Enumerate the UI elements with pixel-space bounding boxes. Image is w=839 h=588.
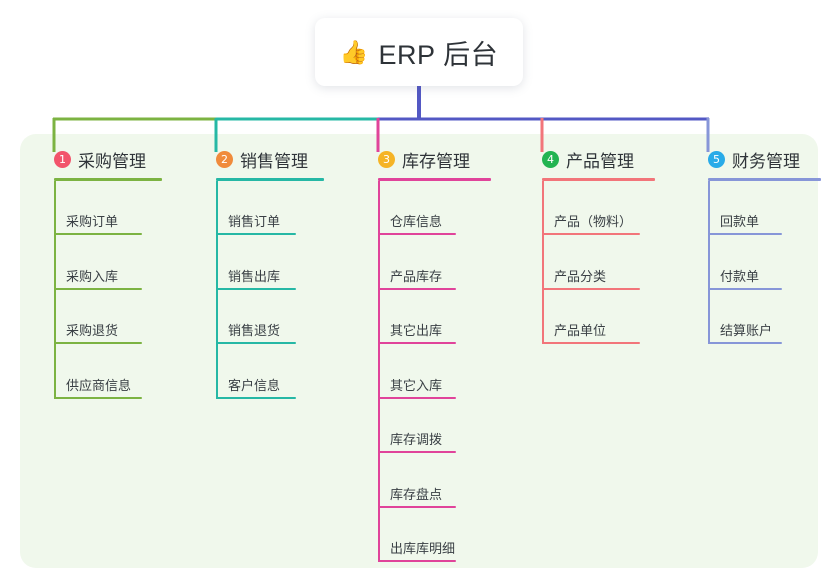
leaf-underline [378,396,456,399]
leaf-label: 其它出库 [390,323,443,338]
leaf-label: 付款单 [720,268,760,284]
leaf-label: 出库库明细 [390,541,456,556]
leaf-label: 销售订单 [228,214,281,229]
leaf-label: 产品单位 [554,323,607,338]
branch-number-badge: 5 [708,150,725,168]
branch-header-5[interactable]: 5 财务管理 [690,146,821,172]
leaf-underline [378,451,456,453]
branch-spine [54,181,56,399]
branch-spine [378,181,380,562]
branch-header-1[interactable]: 1 采购管理 [36,146,162,172]
leaf-label: 其它入库 [390,377,443,393]
branch-underline [216,178,324,181]
branch-header-2[interactable]: 2 销售管理 [198,146,324,172]
leaf-label: 销售出库 [228,268,281,284]
leaf-label: 销售退货 [228,323,281,338]
leaf-label: 仓库信息 [390,214,443,229]
branch-column-4: 4 产品管理 [524,146,655,181]
leaf-underline [54,396,142,399]
branch-number-badge: 3 [378,150,395,168]
leaf-underline [54,233,142,235]
leaf-underline [378,287,456,290]
root-node-content: 👍 ERP 后台 [340,33,498,72]
branch-column-1: 1 采购管理 [36,146,162,181]
leaf-underline [54,287,142,290]
leaf-underline [542,342,640,344]
branch-spine [216,181,218,399]
branch-number-badge: 2 [216,150,233,168]
branch-spine [542,181,544,344]
leaf-underline [708,233,782,235]
leaf-label: 回款单 [720,214,760,229]
branch-header-4[interactable]: 4 产品管理 [524,146,655,172]
leaf-label: 采购订单 [66,214,119,229]
leaf-underline [378,560,456,562]
leaf-label: 产品库存 [390,268,443,284]
branch-column-3: 3 库存管理 [360,146,491,181]
root-node[interactable]: 👍 ERP 后台 [315,18,523,86]
leaf-underline [378,505,456,508]
leaf-underline [378,233,456,235]
branch-column-2: 2 销售管理 [198,146,324,181]
leaf-underline [708,287,782,290]
branch-header-3[interactable]: 3 库存管理 [360,146,491,172]
leaf-label: 采购入库 [66,268,119,284]
branch-title: 库存管理 [402,151,470,171]
leaf-underline [542,233,640,235]
branch-spine [708,181,710,344]
branch-number-badge: 1 [54,150,71,168]
leaf-underline [542,287,640,290]
branches-panel [20,134,818,568]
branch-underline [54,178,162,181]
leaf-underline [54,342,142,344]
branch-title: 采购管理 [78,151,146,171]
leaf-underline [216,287,296,290]
branch-column-5: 5 财务管理 [690,146,821,181]
branch-title: 财务管理 [732,151,800,171]
leaf-underline [708,342,782,344]
leaf-label: 结算账户 [720,323,773,338]
branch-title: 产品管理 [566,151,634,171]
branch-underline [378,178,491,181]
leaf-label: 客户信息 [228,377,281,393]
leaf-label: 库存盘点 [390,486,443,502]
branch-number-badge: 4 [542,150,559,168]
thumbs-up-icon: 👍 [339,38,369,65]
leaf-label: 采购退货 [66,323,119,338]
branch-title: 销售管理 [240,151,308,171]
branch-underline [708,178,821,181]
leaf-underline [216,342,296,344]
leaf-label: 供应商信息 [66,377,132,393]
leaf-underline [378,342,456,344]
root-title: ERP 后台 [378,39,499,70]
leaf-label: 库存调拨 [390,432,443,447]
leaf-label: 产品分类 [554,268,607,284]
leaf-underline [216,396,296,399]
leaf-label: 产品（物料） [554,214,633,229]
branch-underline [542,178,655,181]
leaf-underline [216,233,296,235]
